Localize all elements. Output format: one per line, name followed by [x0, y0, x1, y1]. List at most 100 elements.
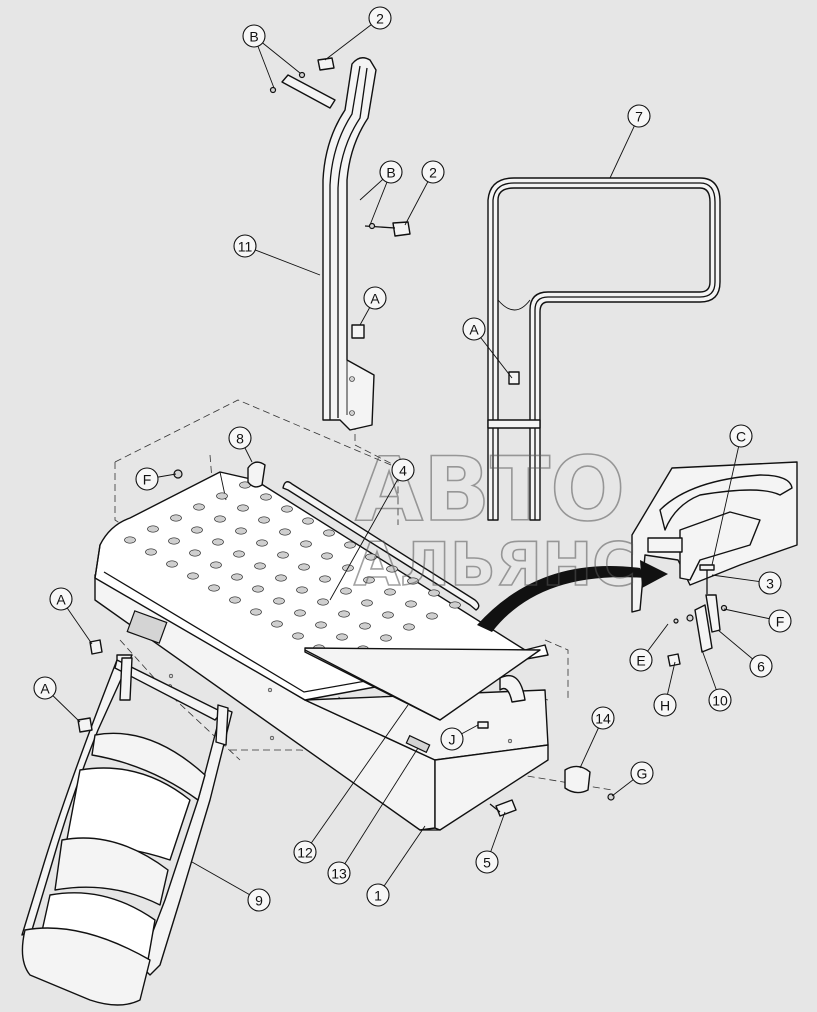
callout-label: E [636, 653, 645, 669]
detail-arrow [477, 565, 645, 632]
platform-hole [319, 575, 331, 583]
callout-circle [327, 861, 351, 885]
callout-1: 1 [366, 883, 390, 907]
callout-Ad: A [33, 676, 57, 700]
callout-3: 3 [758, 571, 782, 595]
callout-circle [421, 160, 445, 184]
platform-hole [403, 623, 415, 631]
callout-9: 9 [247, 888, 271, 912]
platform-hole [292, 632, 304, 640]
platform-hole [168, 537, 180, 545]
platform-hole [344, 541, 356, 549]
callout-label: H [660, 698, 670, 714]
callout-circle [591, 706, 615, 730]
callout-circle [630, 761, 654, 785]
platform-hole [231, 573, 243, 581]
callout-Bb: B [379, 160, 403, 184]
callout-label: 7 [635, 109, 643, 125]
callout-label: 2 [429, 165, 437, 181]
callout-C: C [729, 424, 753, 448]
platform-hole [386, 565, 398, 573]
callout-label: 12 [297, 845, 313, 861]
platform-hole [426, 612, 438, 620]
callout-5: 5 [475, 850, 499, 874]
callout-label: 5 [483, 855, 491, 871]
platform-hole [365, 553, 377, 561]
callout-label: F [143, 472, 152, 488]
hinge-detail-inset [564, 461, 798, 801]
callout-label: 4 [399, 463, 407, 479]
callout-circle [379, 160, 403, 184]
platform-hole [407, 577, 419, 585]
callout-2b: 2 [421, 160, 445, 184]
platform-hole [338, 610, 350, 618]
platform-hole [170, 514, 182, 522]
callout-label: 11 [238, 239, 253, 255]
platform-hole [405, 600, 417, 608]
callout-Fa: F [135, 467, 159, 491]
callout-circle [475, 850, 499, 874]
callout-circle [391, 458, 415, 482]
callout-6: 6 [749, 654, 773, 678]
platform-hole [187, 572, 199, 580]
handrail-part-11 [269, 57, 411, 431]
platform-hole [315, 621, 327, 629]
platform-hole [256, 539, 268, 547]
callout-label: 9 [255, 893, 263, 909]
platform-hole [233, 550, 245, 558]
callout-circle [627, 104, 651, 128]
callout-14: 14 [591, 706, 615, 730]
platform-hole [193, 503, 205, 511]
callout-circle [33, 676, 57, 700]
callout-Ab: A [462, 317, 486, 341]
callout-circle [228, 426, 252, 450]
platform-hole [258, 516, 270, 524]
callout-7: 7 [627, 104, 651, 128]
watermark: АВТО АЛЬЯНС [353, 437, 637, 601]
callout-label: A [370, 291, 380, 307]
platform-hole [382, 611, 394, 619]
callout-8: 8 [228, 426, 252, 450]
callout-10: 10 [708, 688, 732, 712]
platform-hole [208, 584, 220, 592]
platform-hole [252, 585, 264, 593]
platform-hole [449, 601, 461, 609]
callout-label: 14 [595, 711, 611, 727]
callout-label: 1 [374, 888, 382, 904]
platform-hole [323, 529, 335, 537]
platform-hole [166, 560, 178, 568]
watermark-line2: АЛЬЯНС [354, 530, 636, 600]
callout-circle [758, 571, 782, 595]
platform-hole [275, 574, 287, 582]
callout-label: G [637, 766, 648, 782]
callout-4: 4 [391, 458, 415, 482]
callout-label: 3 [766, 576, 774, 592]
platform-hole [273, 597, 285, 605]
callout-Ac: A [49, 587, 73, 611]
platform-hole [254, 562, 266, 570]
callout-label: 2 [376, 11, 384, 27]
platform-hole [229, 596, 241, 604]
platform-hole [145, 548, 157, 556]
platform-hole [363, 576, 375, 584]
callout-circle [749, 654, 773, 678]
callout-label: 6 [757, 659, 765, 675]
platform-hole [277, 551, 289, 559]
platform-hole [336, 633, 348, 641]
platform-hole [428, 589, 440, 597]
callout-circle [247, 888, 271, 912]
callout-circle [242, 24, 266, 48]
platform-hole [317, 598, 329, 606]
callout-label: J [449, 732, 456, 748]
platform-hole [380, 634, 392, 642]
callout-circle [366, 883, 390, 907]
callout-label: A [56, 592, 66, 608]
callout-label: A [469, 322, 479, 338]
callout-label: 10 [712, 693, 728, 709]
callout-label: 8 [236, 431, 244, 447]
callout-label: A [40, 681, 50, 697]
platform-hole [216, 492, 228, 500]
platform-hole [279, 528, 291, 536]
platform-hole [300, 540, 312, 548]
